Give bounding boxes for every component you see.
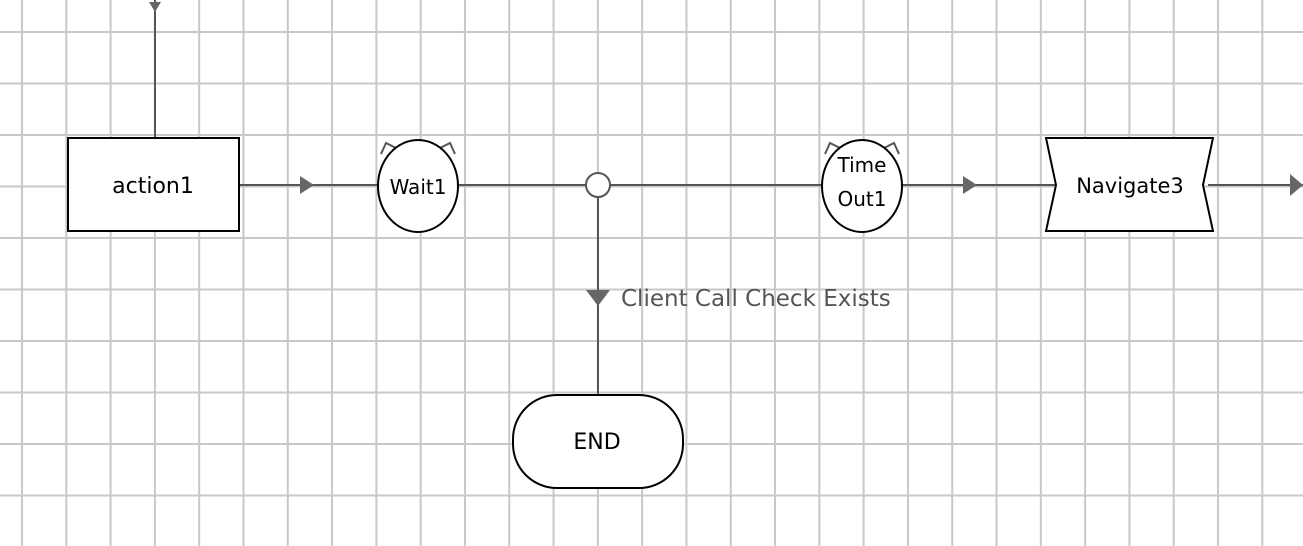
node-decision[interactable] [585, 172, 611, 198]
arrow-decision-end [586, 290, 610, 306]
node-wait1[interactable]: Wait1 [377, 139, 459, 233]
edge-label-client-call-check-exists: Client Call Check Exists [621, 286, 891, 312]
node-navigate3-label: Navigate3 [1076, 174, 1184, 198]
node-navigate3[interactable]: Navigate3 [1044, 137, 1215, 232]
node-action1[interactable]: action1 [67, 137, 240, 232]
arrow-navigate3-next [1290, 174, 1303, 196]
node-wait1-label: Wait1 [390, 175, 447, 199]
node-action1-label: action1 [112, 174, 194, 199]
arrow-timeout1-navigate3 [963, 176, 977, 194]
node-end-label: END [573, 430, 620, 455]
node-end[interactable]: END [512, 394, 684, 489]
alarm-clock-icon [380, 141, 456, 155]
node-timeout1[interactable]: Time Out1 [821, 139, 903, 233]
alarm-clock-icon [824, 141, 900, 155]
node-timeout1-label-line2: Out1 [838, 187, 887, 211]
node-timeout1-label-line1: Time [837, 153, 887, 177]
incoming-arrow [149, 2, 161, 12]
arrow-action1-wait1 [300, 176, 314, 194]
